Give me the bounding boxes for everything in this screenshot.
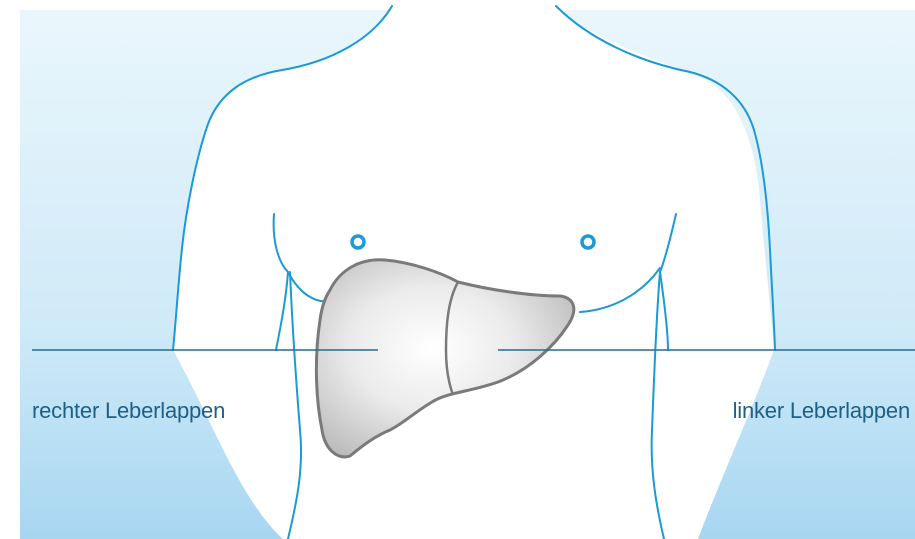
left-lobe-label: linker Leberlappen: [733, 398, 910, 423]
right-lobe-label: rechter Leberlappen: [32, 398, 225, 423]
torso-silhouette: [173, 6, 774, 539]
